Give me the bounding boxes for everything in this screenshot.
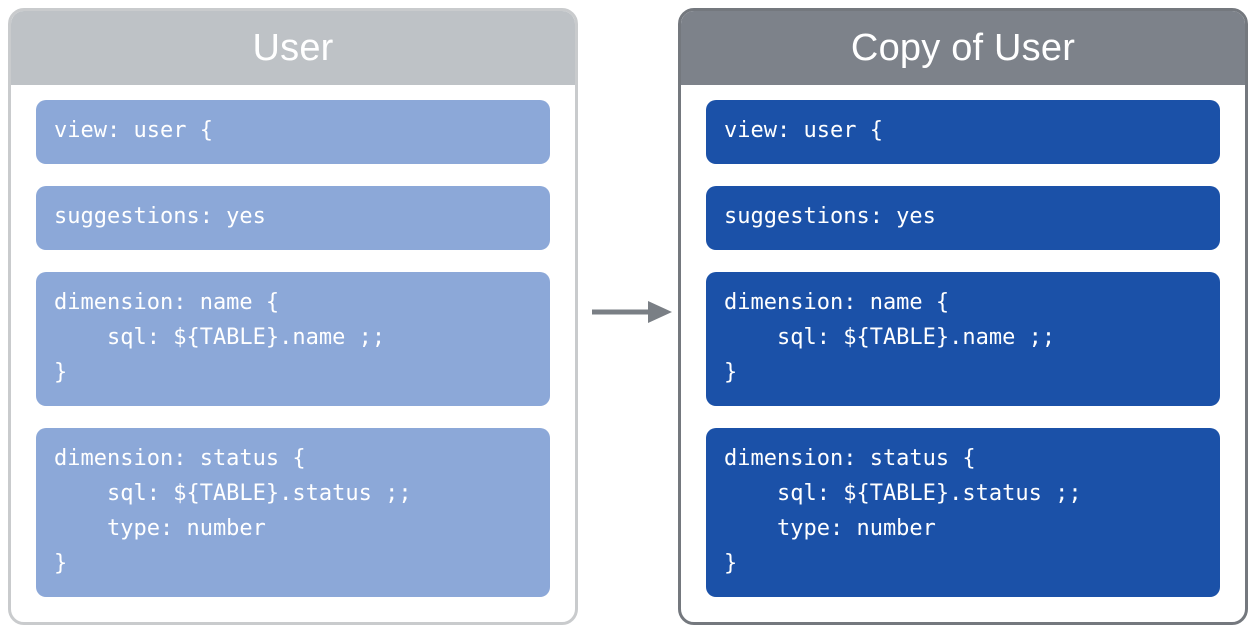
code-block-suggestions-setting: suggestions: yes: [36, 186, 550, 250]
panel-copy-view: Copy of User view: user { suggestions: y…: [678, 8, 1248, 625]
code-block-view-declaration: view: user {: [706, 100, 1220, 164]
panel-copy-title: Copy of User: [681, 11, 1245, 85]
panel-copy-body: view: user { suggestions: yes dimension:…: [681, 85, 1245, 622]
copies-to-arrow: [590, 296, 674, 328]
code-block-dimension-name: dimension: name { sql: ${TABLE}.name ;; …: [706, 272, 1220, 406]
code-block-dimension-status: dimension: status { sql: ${TABLE}.status…: [706, 428, 1220, 597]
panel-source-title: User: [11, 11, 575, 85]
arrow-right-icon: [592, 301, 672, 323]
code-block-dimension-name: dimension: name { sql: ${TABLE}.name ;; …: [36, 272, 550, 406]
code-block-view-declaration: view: user {: [36, 100, 550, 164]
panel-source-body: view: user { suggestions: yes dimension:…: [11, 85, 575, 622]
panel-source-view: User view: user { suggestions: yes dimen…: [8, 8, 578, 625]
code-block-dimension-status: dimension: status { sql: ${TABLE}.status…: [36, 428, 550, 597]
code-block-suggestions-setting: suggestions: yes: [706, 186, 1220, 250]
